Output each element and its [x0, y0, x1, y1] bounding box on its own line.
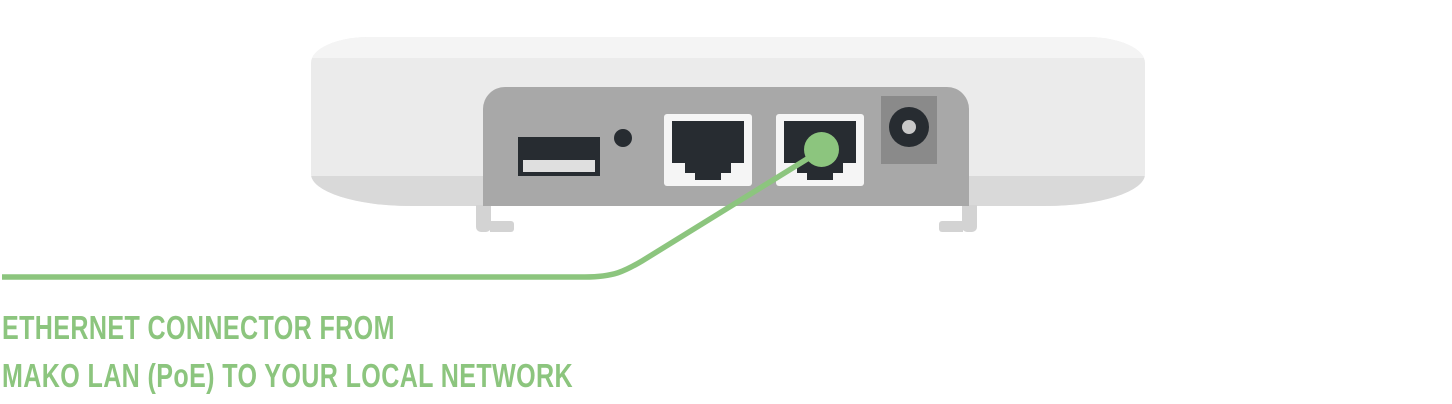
device-foot-right: [939, 205, 977, 232]
callout-caption-line2: MAKO LAN (PoE) TO YOUR LOCAL NETWORK: [2, 357, 574, 394]
device-top-face: [311, 37, 1145, 58]
ethernet-jack-opening: [672, 121, 744, 163]
ethernet-jack-notch: [685, 163, 731, 173]
ethernet-jack-tab: [807, 173, 833, 180]
callout-caption-line1: ETHERNET CONNECTOR FROM: [2, 309, 395, 346]
callout-caption: ETHERNET CONNECTOR FROM MAKO LAN (PoE) T…: [2, 304, 753, 400]
power-jack-ring: [889, 107, 929, 147]
device-foot-right-bar: [962, 205, 977, 232]
usb-port-tongue: [523, 160, 595, 172]
device-foot-left-bar: [476, 205, 491, 232]
device-foot-left-stub: [490, 221, 514, 232]
usb-port-icon: [518, 137, 600, 176]
ethernet-jack-tab: [695, 173, 721, 180]
port-highlight-dot: [804, 132, 839, 167]
rear-port-panel: [483, 87, 969, 206]
ethernet-port-left-icon: [664, 114, 752, 186]
ethernet-port-mako-lan-poe-icon: [776, 114, 864, 186]
device-foot-left: [476, 205, 514, 232]
reset-pinhole-icon: [614, 129, 632, 147]
power-jack-pin: [902, 120, 916, 134]
power-jack-icon: [881, 96, 937, 164]
device-foot-right-stub: [939, 221, 963, 232]
